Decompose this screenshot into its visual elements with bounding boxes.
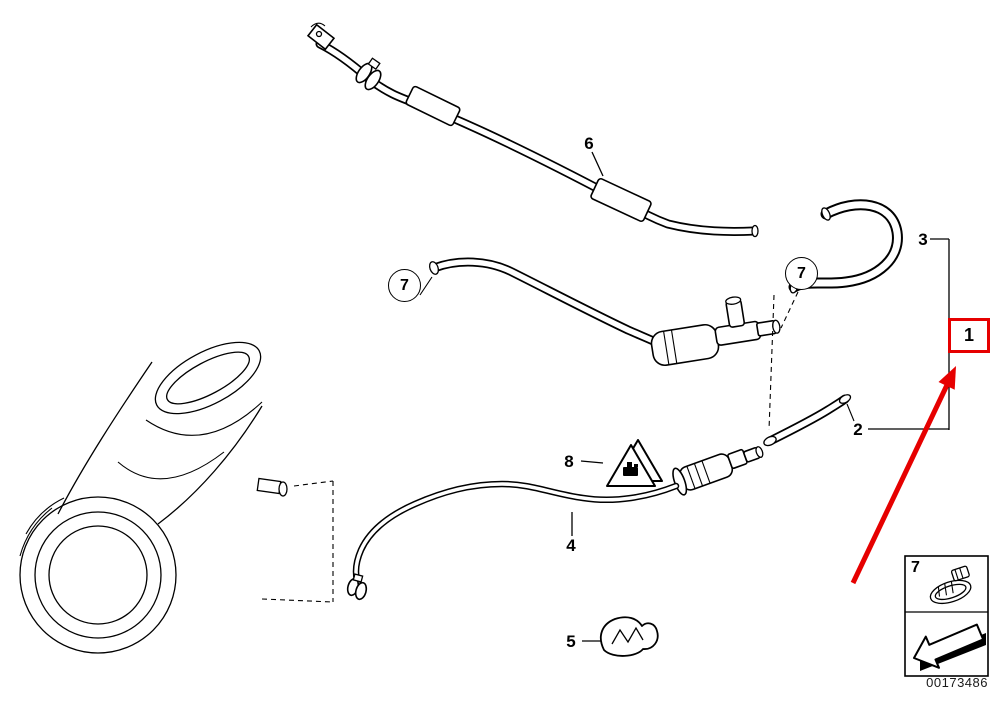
callout-2[interactable]: 2 (853, 420, 863, 439)
intake-boot (19, 341, 288, 654)
callout-7-right[interactable]: 7 (785, 257, 818, 290)
hose-4 (346, 480, 680, 601)
hose-6 (306, 22, 759, 238)
callout-4[interactable]: 4 (566, 536, 576, 555)
callout-1-highlighted[interactable]: 1 (948, 318, 990, 353)
callout-6[interactable]: 6 (584, 134, 594, 153)
legend-item-7-label: 7 (911, 559, 920, 576)
boot-locator-dashes (261, 480, 334, 603)
hose-clamp-icon (929, 565, 972, 605)
vacuum-valve (650, 296, 781, 367)
callout-3[interactable]: 3 (918, 230, 928, 249)
callout-5[interactable]: 5 (566, 632, 576, 651)
highlight-arrow (850, 366, 956, 585)
hose-to-valve (428, 257, 667, 350)
callout-7-left[interactable]: 7 (388, 269, 421, 302)
hose-2 (763, 394, 852, 447)
callout-8[interactable]: 8 (564, 452, 574, 471)
diagram-part-number: 00173486 (926, 675, 988, 690)
legend-box (904, 555, 989, 677)
clip-5 (600, 616, 659, 657)
direction-arrow-icon (913, 623, 986, 671)
clamp-locator-dashes (768, 291, 799, 431)
engine-warning-triangle-icon (606, 439, 663, 487)
vent-valve-4 (672, 446, 764, 496)
